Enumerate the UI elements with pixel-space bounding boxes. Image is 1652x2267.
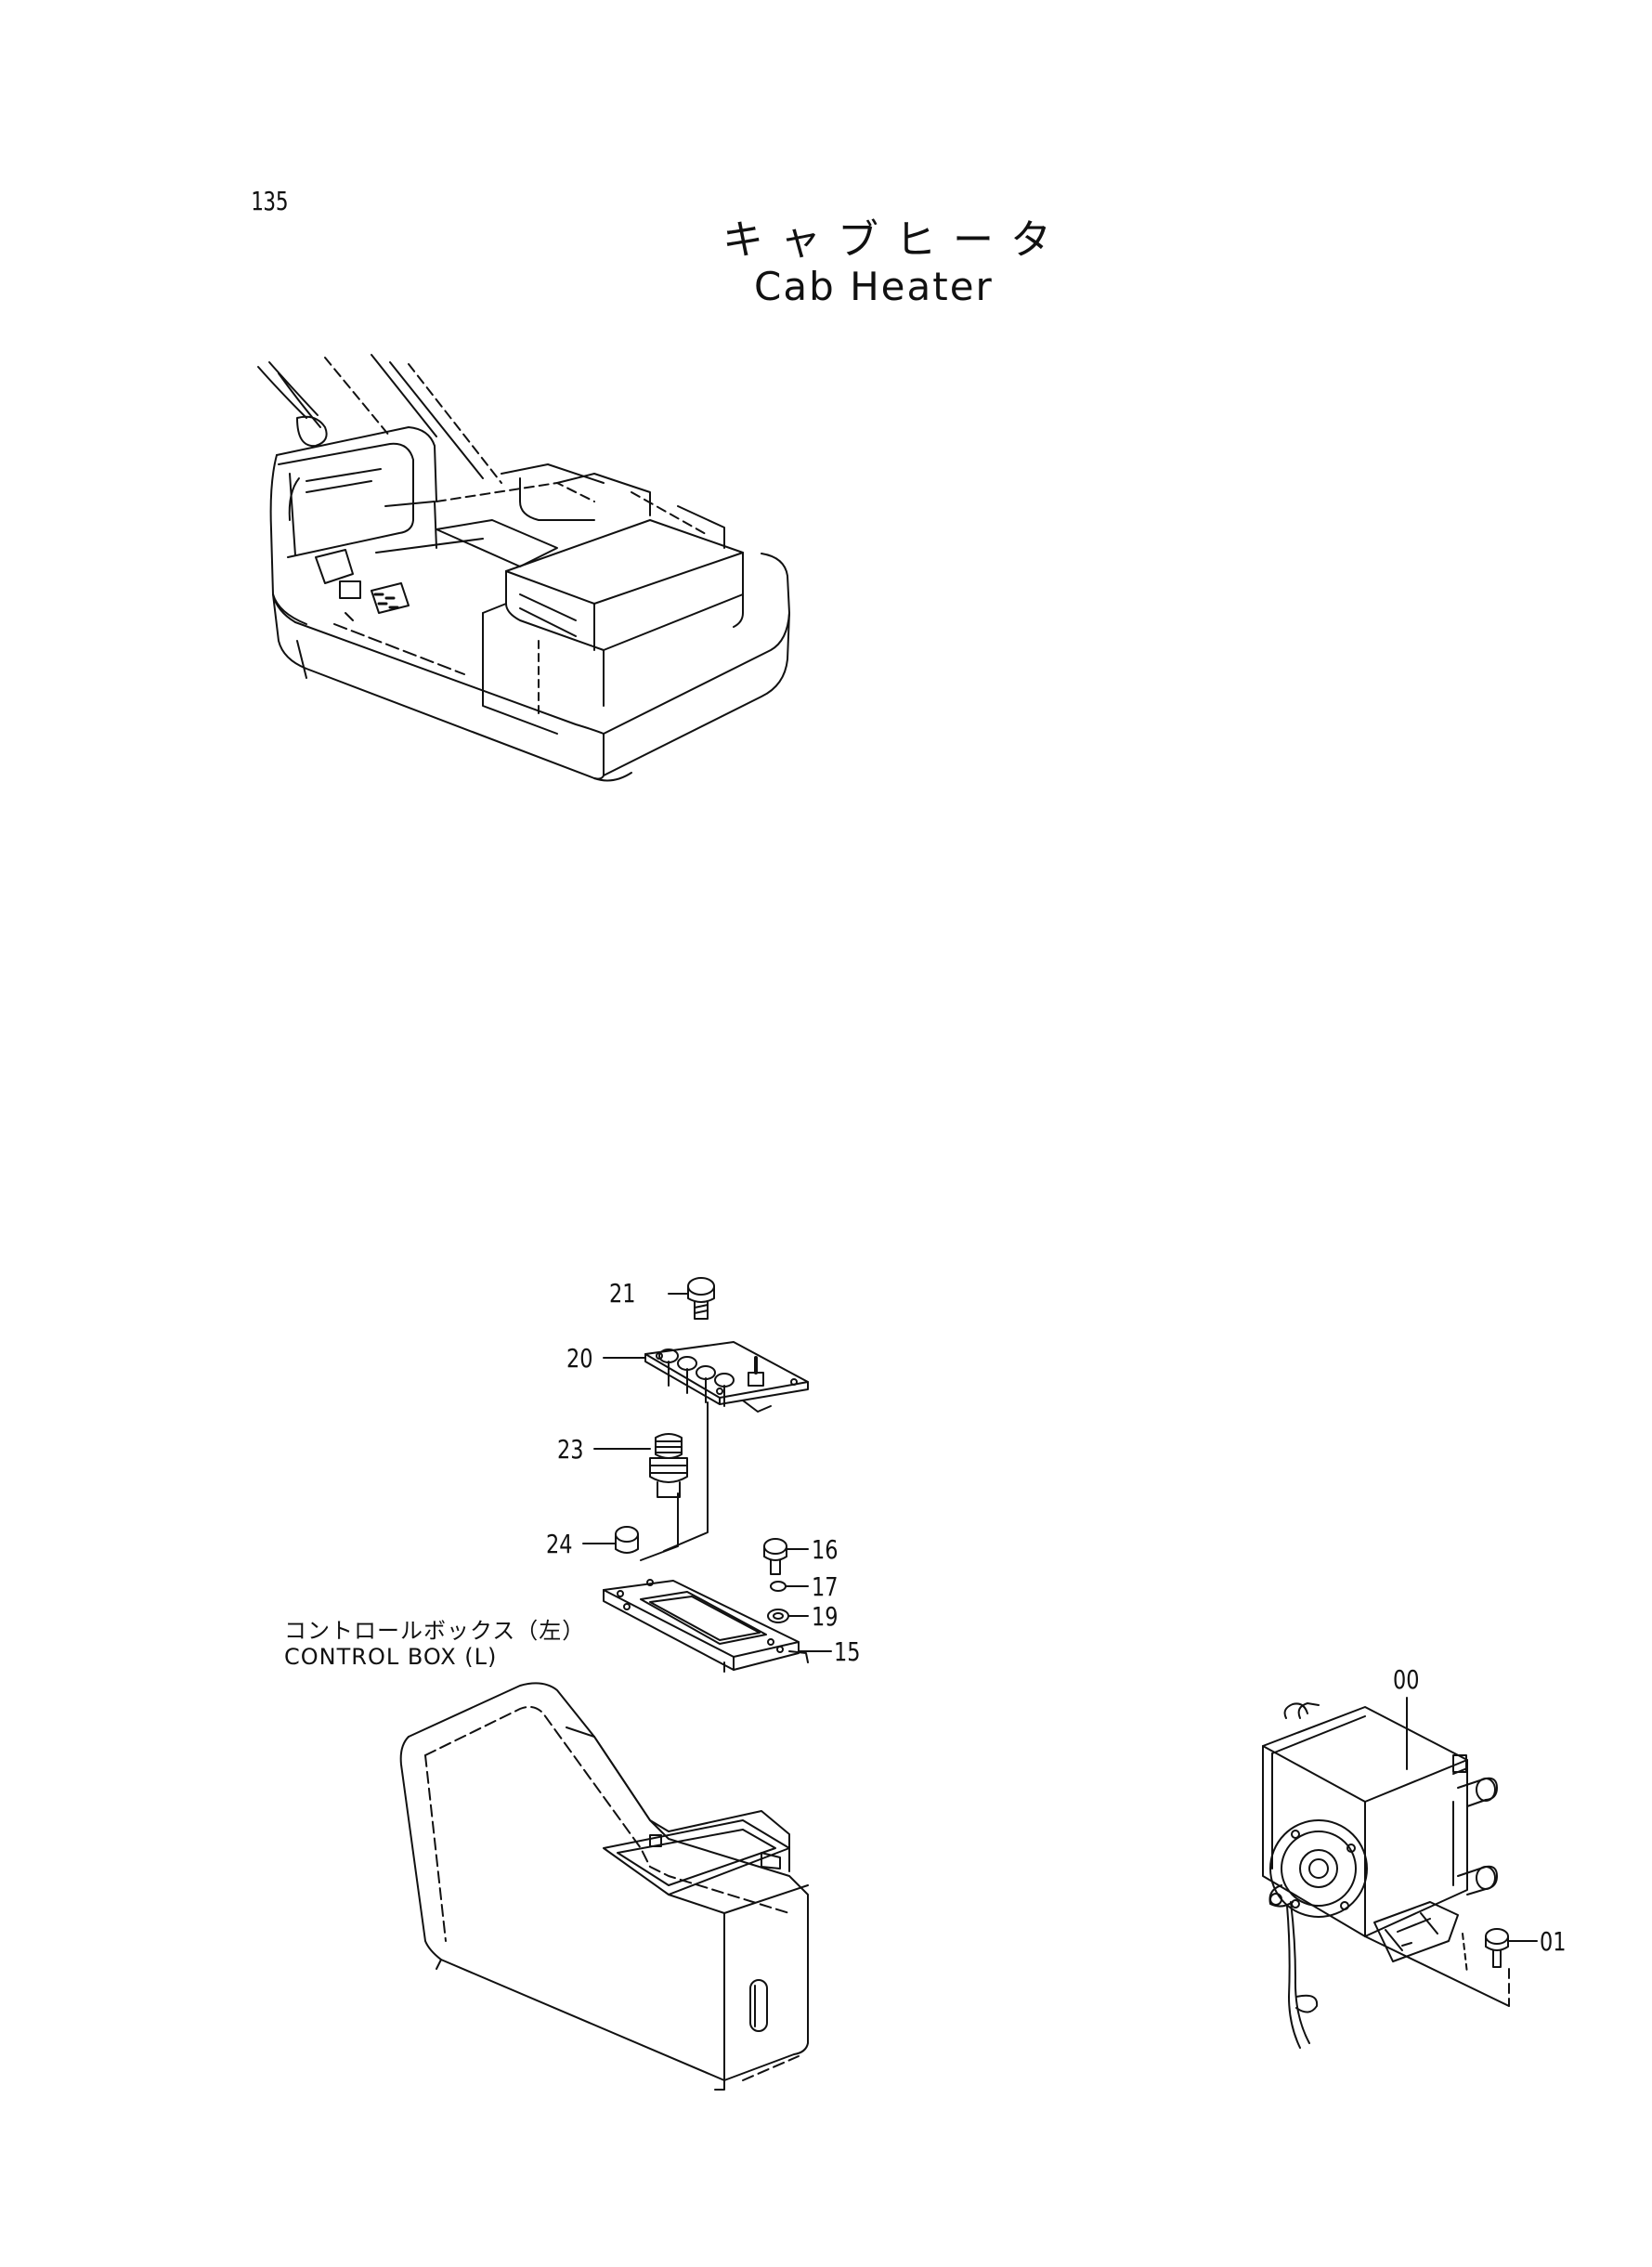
control-box-label-english: CONTROL BOX (L)	[284, 1644, 498, 1670]
callout-24: 24	[546, 1529, 573, 1559]
callout-20: 20	[566, 1343, 593, 1374]
callout-15: 15	[834, 1636, 861, 1667]
callout-00: 00	[1393, 1664, 1420, 1695]
control-box-label-japanese: コントロールボックス（左）	[284, 1618, 586, 1644]
callout-23: 23	[557, 1434, 584, 1465]
heater-unit-drawing	[1263, 1698, 1537, 2048]
callout-01: 01	[1540, 1926, 1567, 1957]
page-title-english: Cab Heater	[754, 264, 994, 309]
callout-19: 19	[812, 1601, 839, 1632]
cab-overview-drawing	[258, 355, 789, 780]
control-box-drawing	[401, 1278, 831, 2090]
page-number: 135	[251, 186, 289, 216]
callout-16: 16	[812, 1534, 839, 1565]
callout-21: 21	[609, 1278, 636, 1309]
callout-17: 17	[812, 1571, 839, 1602]
page-title-japanese: キャブヒータ	[722, 216, 1068, 264]
